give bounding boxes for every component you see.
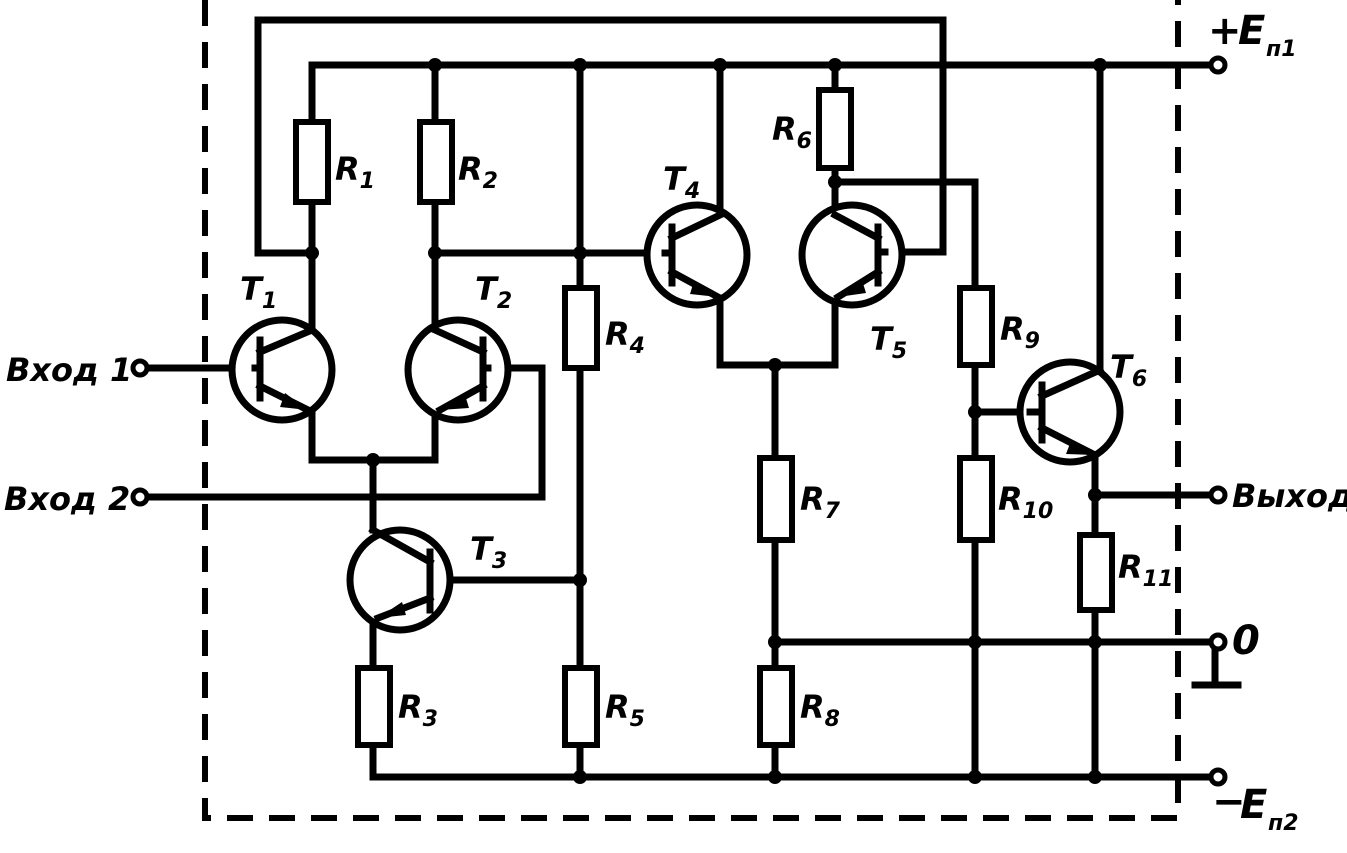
junction-dot [768, 635, 782, 649]
junction-dot [573, 58, 587, 72]
junction-dot [1088, 770, 1102, 784]
junction-dot [828, 175, 842, 189]
resistor-r10 [957, 455, 995, 543]
terminal-supply-negative[interactable] [1208, 767, 1228, 787]
label-r3: R3 [398, 688, 438, 732]
terminals [130, 55, 1228, 787]
label-r5: R5 [605, 688, 645, 732]
transistor-t5-upper [798, 201, 906, 309]
transistor-t1 [228, 316, 336, 424]
label-r1: R1 [335, 150, 375, 194]
transistor-t6 [1016, 358, 1124, 466]
resistor-r11 [1077, 532, 1115, 613]
junction-dot [1088, 635, 1102, 649]
junction-dot [366, 453, 380, 467]
label-supply-negative: E [1240, 782, 1267, 828]
label-r10: R10 [998, 480, 1053, 524]
junction-dot [573, 770, 587, 784]
label-output: Выход [1232, 477, 1347, 515]
label-r4: R4 [605, 315, 645, 359]
junction-dot [828, 58, 842, 72]
wire-t5-to-r9 [831, 178, 979, 292]
module-boundary [202, 0, 1181, 821]
label-t1: T1 [240, 270, 277, 314]
terminal-input-1[interactable] [130, 358, 150, 378]
label-r6: R6 [772, 110, 812, 154]
label-supply-positive: E [1238, 8, 1265, 54]
label-input-2: Вход 2 [4, 480, 130, 518]
transistor-t2 [404, 316, 512, 424]
wire-input-2 [141, 364, 546, 501]
junction-dot [968, 770, 982, 784]
terminal-supply-positive[interactable] [1208, 55, 1228, 75]
wire-t4-t5-emitters [716, 291, 839, 369]
feedback-wire [254, 16, 947, 257]
junction-dot [305, 246, 319, 260]
label-supply-positive-sub: п1 [1266, 37, 1297, 62]
label-t3: T3 [470, 530, 507, 574]
junction-dot [573, 246, 587, 260]
label-t6: T6 [1110, 348, 1147, 392]
label-supply-positive-sign: + [1208, 8, 1242, 54]
resistor-r3 [355, 665, 393, 748]
resistor-r8 [757, 665, 795, 748]
resistor-r6 [816, 87, 854, 171]
transistor-t4 [643, 201, 751, 309]
resistor-r2 [417, 119, 455, 205]
label-r7: R7 [800, 480, 841, 524]
junction-dot [968, 405, 982, 419]
resistor-r1 [293, 119, 331, 205]
labels: Вход 1 Вход 2 Выход 0 + E п1 − E п2 R1 R… [4, 8, 1347, 836]
label-r2: R2 [458, 150, 498, 194]
label-r8: R8 [800, 688, 840, 732]
label-r11: R11 [1118, 548, 1173, 592]
junction-dot [428, 246, 442, 260]
terminal-input-2[interactable] [130, 487, 150, 507]
wire-diff-emitters [308, 408, 439, 464]
terminal-ground[interactable] [1208, 632, 1228, 652]
junction-dot [768, 770, 782, 784]
label-input-1: Вход 1 [6, 351, 132, 389]
resistor-r9 [957, 285, 995, 368]
label-t5: T5 [870, 320, 907, 364]
label-t2: T2 [475, 270, 512, 314]
ground-symbol [1191, 646, 1242, 689]
junction-dot [1093, 58, 1107, 72]
junction-dot [713, 58, 727, 72]
junction-dot [573, 573, 587, 587]
label-supply-negative-sign: − [1212, 779, 1246, 825]
resistor-r7 [757, 455, 795, 543]
resistor-r4 [562, 285, 600, 371]
label-t4: T4 [663, 160, 700, 204]
junction-dot [428, 58, 442, 72]
resistor-r5 [562, 665, 600, 748]
junction-dot [768, 358, 782, 372]
transistor-t3 [346, 525, 454, 634]
label-r9: R9 [1000, 310, 1040, 354]
resistors [293, 87, 1115, 748]
label-ground: 0 [1232, 618, 1260, 664]
junctions [305, 58, 1107, 784]
terminal-output[interactable] [1208, 485, 1228, 505]
label-supply-negative-sub: п2 [1268, 811, 1299, 836]
junction-dot [968, 635, 982, 649]
junction-dot [1088, 488, 1102, 502]
